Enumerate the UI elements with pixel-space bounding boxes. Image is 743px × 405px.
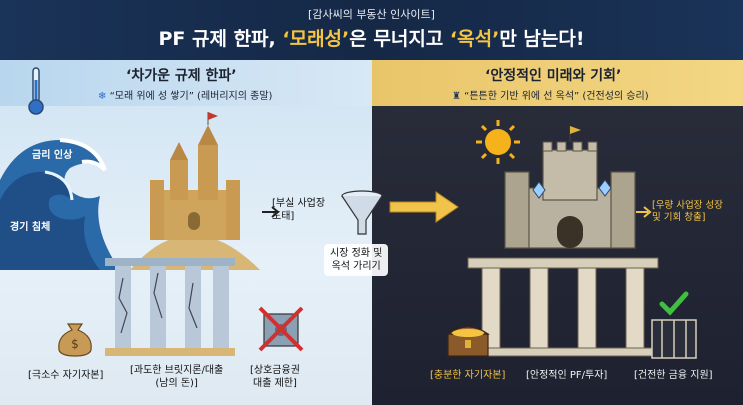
- right-panel-title: ‘안정적인 미래와 기회’: [485, 68, 622, 84]
- left-bottom-label-1: [극소수 자기자본]: [28, 370, 104, 381]
- title-highlight-sandcastle: ‘모래성’: [282, 28, 350, 50]
- left-panel-header: [0, 60, 372, 106]
- svg-text:$: $: [71, 337, 79, 351]
- wave-label-recession: 경기 침체: [10, 222, 51, 233]
- castle-mini-icon: ♜: [452, 91, 461, 102]
- title-part-2: 은 무너지고: [349, 28, 450, 50]
- right-panel-header: [372, 60, 743, 106]
- treasure-chest-icon: [446, 326, 490, 357]
- left-panel-subtitle: ❄ “모래 위에 성 쌓기” (레버리지의 종말): [98, 91, 273, 102]
- left-bottom-label-3: [상호금융권 대출 제한]: [250, 365, 300, 389]
- right-bottom-label-3: [건전한 금융 지원]: [634, 370, 713, 381]
- header-subtitle: [감사씨의 부동산 인사이트]: [308, 8, 435, 21]
- cracked-pillars-icon: [105, 258, 235, 356]
- snowflake-icon: ❄: [98, 91, 107, 102]
- arrow-right-icon-2: [636, 206, 652, 218]
- header-title: PF 규제 한파, ‘모래성’은 무너지고 ‘옥석’만 남는다!: [0, 24, 743, 51]
- money-bag-icon: $: [58, 323, 92, 357]
- title-highlight-gem: ‘옥석’: [449, 28, 500, 50]
- header-banner: [감사씨의 부동산 인사이트] PF 규제 한파, ‘모래성’은 무너지고 ‘옥…: [0, 0, 743, 60]
- gold-arrow-icon: [389, 191, 459, 223]
- funnel-icon: [341, 190, 383, 235]
- stone-castle-icon: [504, 126, 636, 249]
- thermometer-icon: [28, 67, 44, 115]
- wave-label-rate-hike: 금리 인상: [32, 150, 73, 161]
- tidal-wave-icon: [0, 138, 120, 270]
- left-panel-title: ‘차가운 규제 한파’: [126, 68, 237, 84]
- right-bottom-label-2: [안정적인 PF/투자]: [526, 370, 608, 381]
- arrow-right-icon: [262, 206, 280, 218]
- label-good-projects: [우량 사업장 성장 및 기회 창출]: [652, 200, 723, 223]
- sun-icon: [476, 120, 520, 164]
- left-bottom-label-2: [과도한 브릿지론/대출 (남의 돈)]: [130, 365, 224, 389]
- sandcastle-icon: [130, 112, 260, 270]
- check-gate-icon: [651, 291, 697, 359]
- title-part-1: PF 규제 한파,: [158, 28, 283, 50]
- strong-pillars-icon: [467, 257, 659, 357]
- title-part-3: 만 남는다!: [499, 28, 585, 50]
- funnel-label: 시장 정화 및 옥석 가리기: [324, 244, 389, 276]
- right-bottom-label-1: [충분한 자기자본]: [430, 370, 506, 381]
- prohibited-bank-icon: [258, 306, 304, 352]
- right-panel-subtitle: ♜ “튼튼한 기반 위에 선 옥석” (건전성의 승리): [452, 91, 649, 102]
- label-failing-projects: [부실 사업장 도태]: [272, 198, 326, 222]
